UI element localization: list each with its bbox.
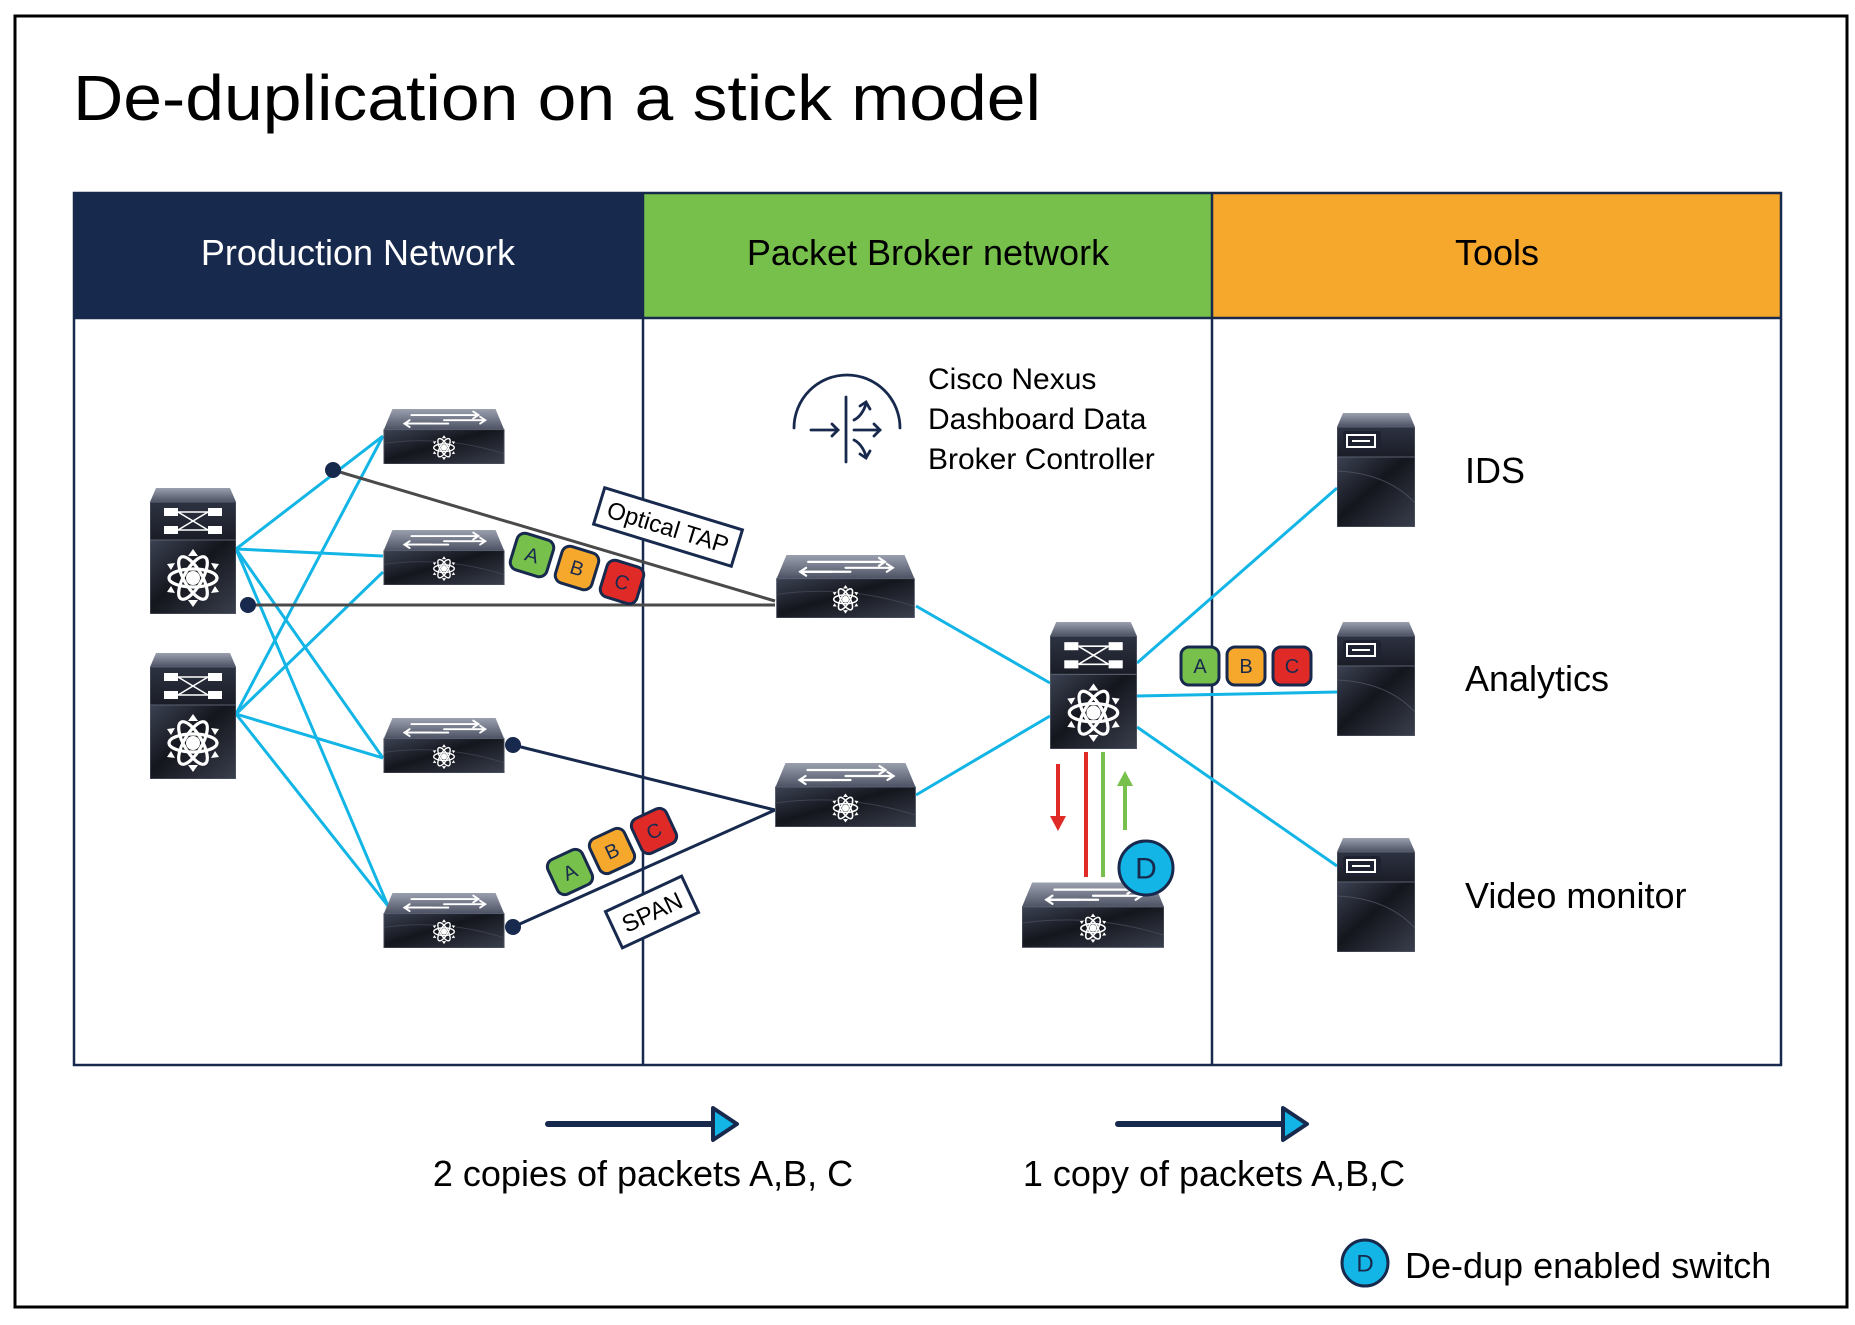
ids-server [1337, 413, 1415, 527]
packet-c: C [629, 806, 679, 856]
link-core1-access2 [235, 547, 384, 558]
packet-b: B [587, 826, 637, 876]
aggregation-switch [1050, 622, 1137, 749]
link-core1-access1 [235, 434, 384, 551]
optical-tap-line-1 [332, 468, 776, 603]
span-line-1 [512, 743, 776, 812]
packet-box [1225, 645, 1267, 687]
legend-text: De-dup enabled switch [1405, 1245, 1771, 1286]
controller-label-line-2: Dashboard Data [928, 403, 1147, 436]
packet-box [587, 826, 637, 876]
packet-c: C [598, 558, 646, 606]
packets-optical-tap: AB C [508, 531, 646, 606]
packet-box [598, 558, 646, 606]
flow-arrow-1-head [711, 1106, 739, 1142]
packets-span: ABC [545, 806, 679, 897]
dedup-badge: D [1117, 839, 1175, 897]
header-broker [643, 193, 1212, 317]
link-core1-access4 [234, 548, 390, 907]
page-title: De-duplication on a stick model [73, 62, 1041, 134]
link-core2-access1 [234, 435, 385, 715]
packet-box [629, 806, 679, 856]
packet-b: B [553, 544, 601, 592]
tool-label-video-monitor: Video monitor [1465, 875, 1686, 916]
packet-box [508, 531, 556, 579]
core-switch-2 [150, 653, 236, 779]
link-core2-access3 [235, 712, 384, 760]
column-headers: Production Network Packet Broker network… [74, 193, 1781, 317]
packets-tools: A B C [1179, 645, 1313, 687]
tap-point-2 [240, 597, 256, 613]
packet-label: C [1285, 656, 1299, 678]
production-links [234, 434, 390, 907]
legend: D De-dup enabled switch [1340, 1238, 1771, 1288]
packet-box [1179, 645, 1221, 687]
header-broker-label: Packet Broker network [747, 232, 1110, 273]
tool-label-ids: IDS [1465, 450, 1525, 491]
down-arrow-icon [1050, 816, 1066, 831]
broker-switch-1 [777, 555, 915, 618]
tool-label-analytics: Analytics [1465, 658, 1609, 699]
flow-legend: 2 copies of packets A,B, C 1 copy of pac… [433, 1106, 1405, 1194]
dedup-badge-circle [1117, 839, 1175, 897]
packet-a: A [508, 531, 556, 579]
access-switch-3 [384, 718, 504, 773]
link-core1-access3 [234, 548, 385, 759]
flow-arrow-2-head [1281, 1106, 1309, 1142]
access-switch-2 [384, 530, 504, 585]
flow-legend-two-copies: 2 copies of packets A,B, C [433, 1153, 853, 1194]
up-arrow-icon [1117, 771, 1133, 786]
access-switch-4 [384, 893, 504, 948]
packet-c: C [1271, 645, 1313, 687]
packet-label: B [1239, 656, 1252, 678]
tap-points [240, 462, 521, 935]
link-broker2-agg [915, 714, 1051, 797]
header-production-label: Production Network [201, 232, 516, 273]
controller-label-line-3: Broker Controller [928, 443, 1155, 476]
mirror-lines [248, 468, 776, 929]
header-production [74, 193, 643, 317]
packet-label: B [567, 556, 586, 581]
flow-legend-one-copy: 1 copy of packets A,B,C [1023, 1153, 1405, 1194]
dedup-loop [1050, 752, 1133, 877]
link-core2-access2 [234, 570, 385, 716]
header-tools-label: Tools [1455, 232, 1539, 273]
link-agg-ids [1136, 486, 1338, 665]
broker-links [915, 486, 1338, 868]
link-broker1-agg [915, 604, 1051, 685]
nexus-dashboard-data-broker-icon [792, 373, 902, 464]
link-agg-analytics [1136, 690, 1338, 698]
packet-a: A [1179, 645, 1221, 687]
packet-label: A [1193, 656, 1207, 678]
span-port-2 [505, 919, 521, 935]
packet-a: A [545, 847, 595, 897]
legend-dedup-badge [1340, 1238, 1390, 1288]
link-agg-video [1136, 725, 1338, 868]
broker-switch-2 [776, 763, 916, 827]
dedup-badge-label: D [1135, 853, 1157, 886]
controller-label-line-1: Cisco Nexus [928, 363, 1096, 396]
span-port-1 [505, 737, 521, 753]
tap-point-1 [325, 462, 341, 478]
packet-b: B [1225, 645, 1267, 687]
controller: Cisco Nexus Dashboard Data Broker Contro… [792, 363, 1155, 476]
analytics-server [1337, 622, 1415, 736]
span-line-2 [512, 808, 776, 929]
link-core2-access4 [234, 713, 390, 907]
core-switch-1 [150, 488, 236, 614]
access-switch-1 [384, 409, 504, 464]
header-tools [1212, 193, 1781, 317]
columns-outline [72, 191, 1783, 1067]
packet-box [545, 847, 595, 897]
packet-box [1271, 645, 1313, 687]
packet-label: C [612, 570, 632, 595]
legend-dedup-badge-label: D [1356, 1251, 1373, 1278]
video-monitor-server [1337, 838, 1415, 952]
packet-box [553, 544, 601, 592]
